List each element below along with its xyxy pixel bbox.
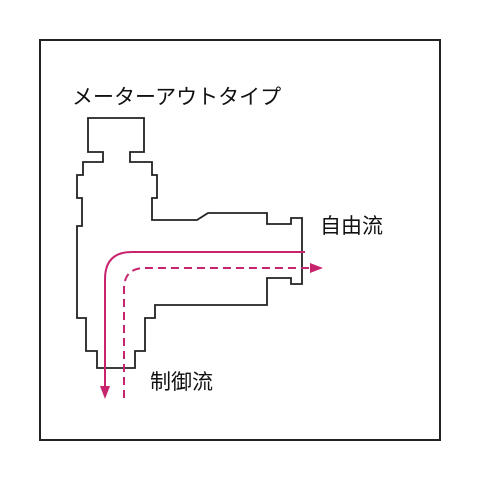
controlled-flow-arrowhead-icon	[310, 263, 323, 273]
free-flow-arrow-line	[104, 251, 305, 390]
controlled-flow-label: 制御流	[150, 370, 213, 394]
free-flow-arrowhead-icon	[100, 386, 110, 399]
free-flow-label: 自由流	[320, 214, 383, 238]
speed-controller-fitting-icon	[76, 117, 303, 369]
title-label: メーターアウトタイプ	[72, 85, 281, 109]
diagram-frame	[39, 39, 441, 441]
controlled-flow-arrow-line	[123, 267, 310, 398]
